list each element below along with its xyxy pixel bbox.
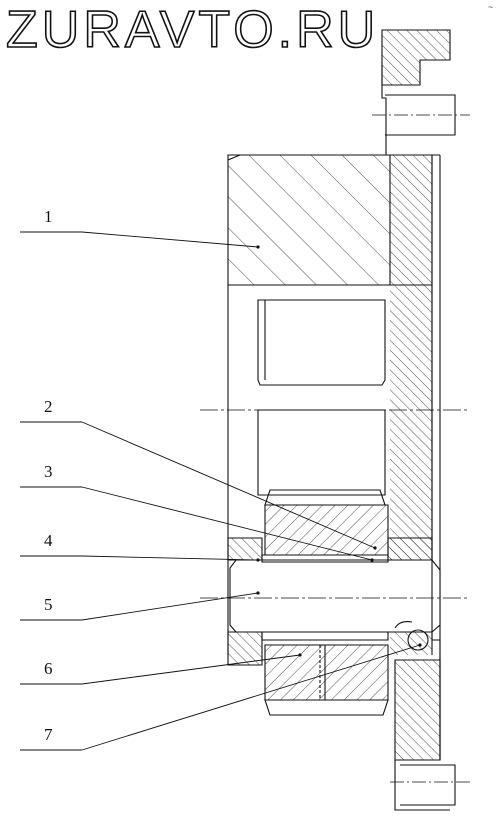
callout-1: 1 <box>44 207 53 226</box>
callout-5: 5 <box>44 595 53 614</box>
top-bolt-block <box>381 29 451 86</box>
watermark-logo: ZURAVTO.RU <box>5 0 380 60</box>
callout-3: 3 <box>44 462 53 481</box>
flange-plate-hatched <box>390 155 432 655</box>
collar-lower <box>227 631 263 666</box>
body-part-1 <box>227 154 391 286</box>
callout-4: 4 <box>44 531 53 550</box>
bottom-flange <box>394 659 441 761</box>
retaining-ring <box>407 629 429 651</box>
callout-6: 6 <box>44 659 53 678</box>
gear-lower <box>264 644 389 701</box>
callout-2: 2 <box>44 397 53 416</box>
leader-lines <box>20 231 421 751</box>
gear-upper <box>264 504 389 556</box>
collar-right <box>387 537 433 561</box>
collar-left <box>227 537 263 561</box>
corner-mark: ~ <box>488 2 494 12</box>
callout-7: 7 <box>44 725 53 744</box>
